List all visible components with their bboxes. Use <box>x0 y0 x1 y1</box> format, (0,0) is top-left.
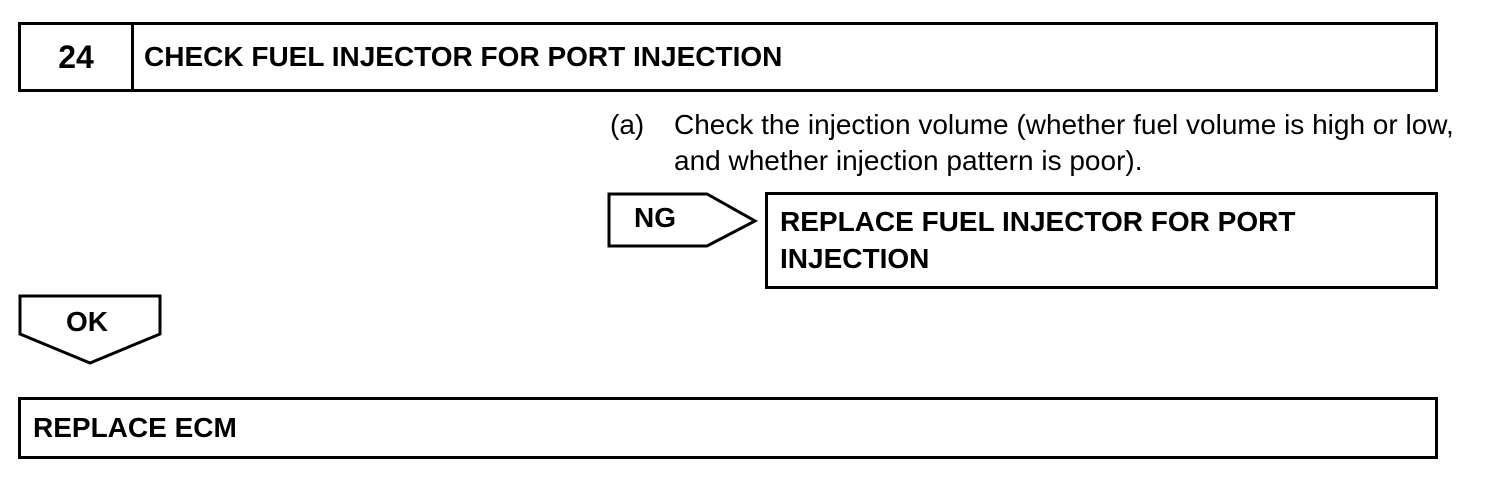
instruction-text: Check the injection volume (whether fuel… <box>674 109 1454 176</box>
ng-arrow: NG <box>607 192 759 250</box>
ng-result-text: REPLACE FUEL INJECTOR FOR PORT INJECTION <box>780 206 1296 274</box>
ok-arrow: OK <box>18 294 164 366</box>
step-number: 24 <box>21 25 134 89</box>
ng-label: NG <box>634 202 676 233</box>
ng-result-box: REPLACE FUEL INJECTOR FOR PORT INJECTION <box>765 192 1438 289</box>
ok-arrow-shape <box>18 294 162 365</box>
ok-result-text: REPLACE ECM <box>33 412 237 443</box>
step-header-box: 24 CHECK FUEL INJECTOR FOR PORT INJECTIO… <box>18 22 1438 92</box>
ok-label: OK <box>66 306 108 337</box>
ok-result-box: REPLACE ECM <box>18 397 1438 459</box>
ng-arrow-shape <box>607 192 759 248</box>
step-title: CHECK FUEL INJECTOR FOR PORT INJECTION <box>144 41 783 72</box>
instruction-tag: (a) <box>610 109 645 140</box>
